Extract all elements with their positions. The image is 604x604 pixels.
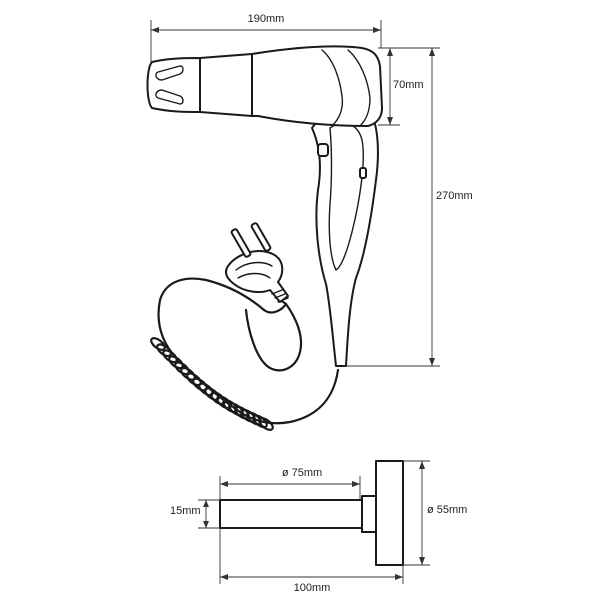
dimension-label-75mm: ø 75mm [282,467,322,479]
hair-dryer [146,45,383,431]
nozzle-slot-bottom [155,89,184,105]
holder-neck [361,495,377,533]
holder-arm [219,499,363,529]
cord-coil-loop [162,349,178,364]
dimension-270mm: 270mm [345,47,473,367]
dimension-label-55mm: ø 55mm [427,504,467,516]
cord-coil [150,337,274,431]
coiled-cord [150,277,340,431]
dryer-body [251,45,383,127]
nozzle-slot-top [155,65,184,81]
handle-grip [328,122,364,271]
cord-coil-loop [150,337,166,351]
rear-cap-contour [347,49,371,127]
dimension-15mm: 15mm [170,499,220,529]
dimension-75mm: ø 75mm [219,467,361,500]
holder-wall-plate [375,460,404,566]
body-contour [321,49,344,127]
cord-coil-loop [156,343,172,358]
dimension-55mm: ø 55mm [403,460,467,566]
dryer-nozzle [146,57,201,113]
dimension-190mm: 190mm [150,13,382,62]
wall-holder [219,460,404,566]
dimension-label-190mm: 190mm [248,13,285,25]
power-plug [225,222,289,303]
dimension-label-15mm: 15mm [170,505,201,517]
dimension-label-100mm: 100mm [294,582,331,594]
dryer-button [317,143,329,157]
dimension-label-270mm: 270mm [436,190,473,202]
dryer-switch [359,167,367,179]
dimension-70mm: 70mm [378,47,424,126]
dimension-label-70mm: 70mm [393,79,424,91]
dryer-nozzle-collar [199,53,253,117]
cord-coil-loop [258,417,274,431]
dimension-100mm: 100mm [219,528,404,594]
